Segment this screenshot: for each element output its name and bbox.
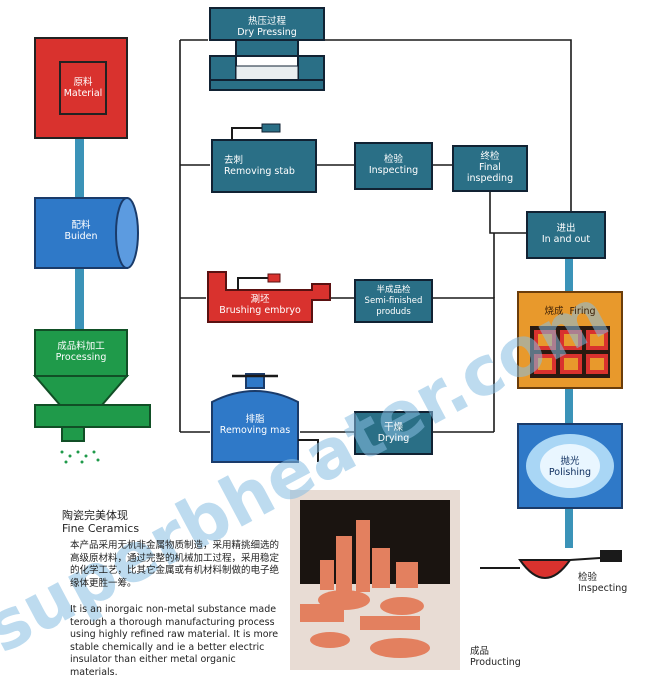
removing-mas-label: 排脂 Removing mas: [219, 414, 291, 436]
final-inspecting-box: [452, 145, 528, 192]
left-connectors: [75, 137, 573, 548]
dry-pressing-label: 热压过程 Dry Pressing: [237, 16, 297, 38]
line-top-to-in-out: [325, 39, 572, 212]
processing-hopper: [32, 329, 151, 464]
description-body-en: It is an inorgaic non-metal substance ma…: [70, 604, 279, 678]
removing-stab-machine: [211, 123, 317, 193]
buiden-drum: [34, 197, 139, 269]
firing-kiln: [517, 291, 623, 389]
material-label: 原料 Material: [63, 77, 103, 99]
connector-inout-firing: [565, 258, 573, 292]
firing-label: 烧成 Firing: [544, 306, 596, 317]
processing-label: 成品料加工 Processing: [55, 341, 107, 363]
description-title-cn: 陶瓷完美体现: [62, 509, 128, 522]
product-photo: [290, 490, 460, 670]
line-final-inout: [489, 191, 527, 234]
inspecting-box: [354, 142, 433, 190]
final-inspecting-label: 终检 Final inspeding: [466, 151, 514, 184]
inspecting-final-label: 检验 Inspecting: [578, 572, 628, 594]
connector-material-buiden: [75, 137, 84, 197]
semi-finished-box: [354, 279, 433, 323]
polishing-unit: [517, 423, 623, 509]
producting-label: 成品 Producting: [470, 646, 521, 668]
dry-pressing-press: [209, 7, 325, 91]
description-title-en: Fine Ceramics: [62, 522, 140, 535]
flow-lines: [179, 39, 572, 433]
description-body-cn: 本产品采用无机非金属物质制造，采用精挑细选的高级原材料，通过完整的机械加工过程，…: [70, 540, 280, 589]
connector-polishing-inspecting: [565, 508, 573, 548]
brushing-embryo-label: 涮坯 Brushing embryo: [219, 294, 301, 316]
material-box: [34, 37, 128, 139]
in-and-out-box: [526, 211, 606, 259]
drying-label: 干燥 Drying: [377, 422, 410, 444]
in-and-out-label: 进出 In and out: [541, 223, 591, 245]
polishing-label: 抛光 Polishing: [548, 456, 592, 478]
removing-stab-label: 去刺 Removing stab: [224, 155, 295, 177]
inspecting-bowl: [480, 550, 622, 579]
brushing-embryo-machine: [207, 271, 331, 323]
buiden-label: 配料 Buiden: [64, 220, 98, 242]
connector-buiden-processing: [75, 268, 84, 330]
removing-mas-tank: [211, 373, 319, 463]
semi-finished-label: 半成品检 Semi-finished produds: [364, 285, 423, 317]
drying-box: [354, 411, 433, 455]
connector-firing-polishing: [565, 388, 573, 424]
inspecting-label: 检验 Inspecting: [368, 154, 419, 176]
